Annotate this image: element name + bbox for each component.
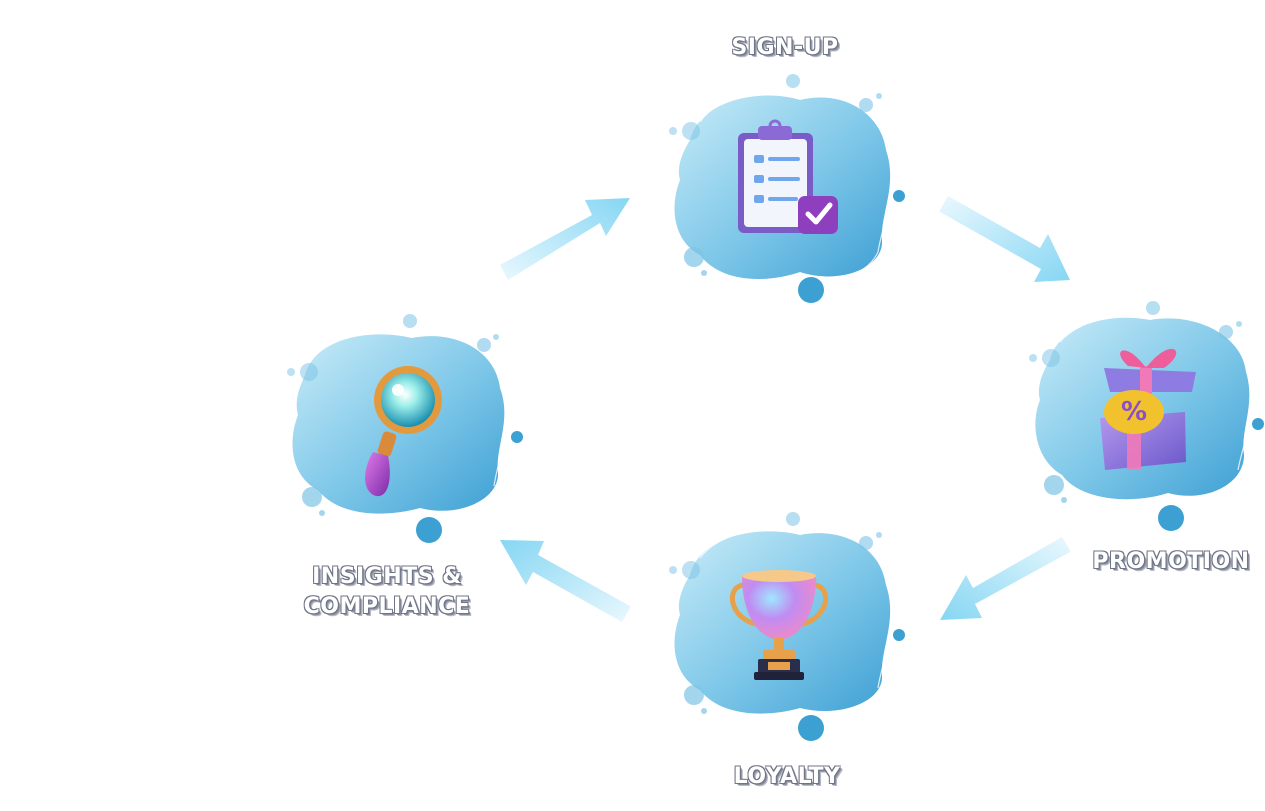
bubbles-promotion — [1029, 301, 1264, 531]
stage-label-signup-line-1: SIGN-UP — [731, 35, 839, 60]
bubbles-signup — [669, 74, 905, 303]
stage-label-promotion: PROMOTION — [1085, 547, 1257, 577]
svg-text:%: % — [1121, 397, 1147, 427]
arrow-insights-to-signup — [500, 198, 630, 280]
arrow-loyalty-to-insights — [500, 540, 630, 622]
bubbles-loyalty — [669, 512, 905, 741]
stage-label-signup: SIGN-UP — [710, 33, 860, 63]
magnifying-glass-icon — [365, 366, 442, 497]
stage-node-signup — [669, 74, 905, 303]
stage-label-insights: INSIGHTS & COMPLIANCE — [287, 562, 487, 622]
bubbles-insights — [287, 314, 523, 543]
stage-label-insights-line-1: INSIGHTS & — [312, 564, 462, 589]
trophy-icon — [729, 570, 829, 680]
clipboard-checklist-icon — [738, 119, 838, 234]
stage-label-insights-line-2: COMPLIANCE — [303, 594, 471, 619]
stage-node-insights — [287, 314, 523, 543]
stage-label-loyalty: LOYALTY — [712, 762, 862, 792]
arrow-promotion-to-loyalty — [940, 537, 1070, 620]
arrow-signup-to-promotion — [940, 196, 1070, 282]
stage-node-promotion: % — [1029, 301, 1264, 531]
gift-box-percent-icon: % — [1100, 348, 1196, 470]
stage-label-promotion-line-1: PROMOTION — [1092, 549, 1250, 574]
stage-node-loyalty — [669, 512, 905, 741]
stage-label-loyalty-line-1: LOYALTY — [733, 764, 841, 789]
